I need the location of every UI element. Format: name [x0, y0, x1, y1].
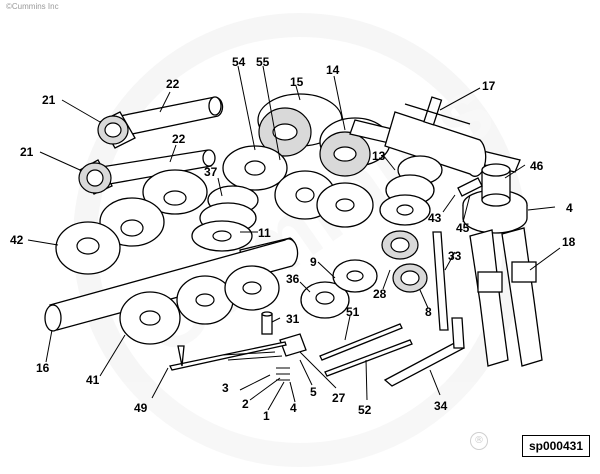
callout-1: 1	[263, 409, 270, 423]
callout-14: 14	[326, 63, 340, 77]
part-9-roller	[332, 259, 378, 293]
callout-43: 43	[428, 211, 442, 225]
callout-27: 27	[332, 391, 346, 405]
part-4-base	[462, 189, 528, 234]
part-31-fitting	[261, 311, 273, 335]
part-49-tool	[169, 341, 287, 371]
callouts: 21 22 21 22 54 55 15 14 17 13 46 4 43 45…	[10, 55, 576, 423]
callout-5: 5	[310, 385, 317, 399]
part-21-sleeve-upper	[97, 111, 136, 149]
callout-37: 37	[204, 165, 218, 179]
callout-22-lower: 22	[172, 132, 186, 146]
part-18-clamp-a	[469, 229, 509, 367]
callout-36: 36	[286, 272, 300, 286]
registered-mark: ®	[470, 432, 488, 450]
callout-13: 13	[372, 149, 386, 163]
callout-2: 2	[242, 397, 249, 411]
callout-34: 34	[434, 399, 448, 413]
copyright-notice: ©Cummins Inc	[6, 2, 59, 11]
callout-9: 9	[310, 255, 317, 269]
part-37-stack	[191, 185, 259, 252]
callout-28: 28	[373, 287, 387, 301]
callout-45: 45	[456, 221, 470, 235]
leader-lines	[27, 65, 561, 411]
callout-8: 8	[425, 305, 432, 319]
part-28-ring	[381, 230, 419, 260]
callout-21-upper: 21	[42, 93, 56, 107]
callout-4: 4	[290, 401, 297, 415]
part-13-stack	[379, 155, 443, 226]
callout-46: 46	[530, 159, 544, 173]
part-34-bracket	[383, 317, 465, 387]
callout-15: 15	[290, 75, 304, 89]
callout-18: 18	[562, 235, 576, 249]
callout-33: 33	[448, 249, 462, 263]
part-33-rod	[432, 231, 449, 331]
callout-3: 3	[222, 381, 229, 395]
roller-left-mid	[99, 197, 165, 247]
callout-11: 11	[258, 226, 271, 240]
callout-4-right: 4	[566, 201, 573, 215]
callout-31: 31	[286, 312, 300, 326]
callout-42: 42	[10, 233, 24, 247]
roller-left-upper	[142, 169, 208, 215]
callout-16: 16	[36, 361, 50, 375]
roller-center-right	[316, 182, 374, 228]
part-17-puller	[349, 96, 521, 177]
part-18-clamp-b	[501, 227, 543, 367]
part-21-sleeve-lower	[78, 159, 113, 195]
callout-41: 41	[86, 373, 100, 387]
part-36-roller	[300, 281, 350, 319]
callout-52: 52	[358, 403, 372, 417]
callout-17: 17	[482, 79, 496, 93]
part-41-roller-a	[119, 291, 181, 345]
small-parts-1-5	[221, 351, 290, 381]
callout-49: 49	[134, 401, 148, 415]
callout-55: 55	[256, 55, 270, 69]
part-46-cap	[481, 163, 511, 207]
part-22-rod-lower	[94, 149, 216, 187]
part-54-roller	[222, 145, 288, 191]
callout-51: 51	[346, 305, 360, 319]
part-15-roller	[257, 93, 343, 157]
part-41-roller-b	[176, 275, 234, 325]
part-8-ring	[392, 263, 428, 293]
part-22-rod-upper	[109, 96, 224, 139]
reference-number-box: sp000431	[521, 435, 590, 457]
part-45-handle	[457, 177, 483, 197]
callout-54: 54	[232, 55, 246, 69]
callout-22-upper: 22	[166, 77, 180, 91]
part-41-roller-c	[224, 265, 280, 311]
part-42-roller	[55, 221, 121, 275]
part-16-tube	[44, 238, 299, 332]
part-52-rod	[324, 339, 413, 377]
part-27-fitting	[279, 333, 307, 357]
part-51-rod	[319, 323, 403, 361]
callout-21-lower: 21	[20, 145, 34, 159]
